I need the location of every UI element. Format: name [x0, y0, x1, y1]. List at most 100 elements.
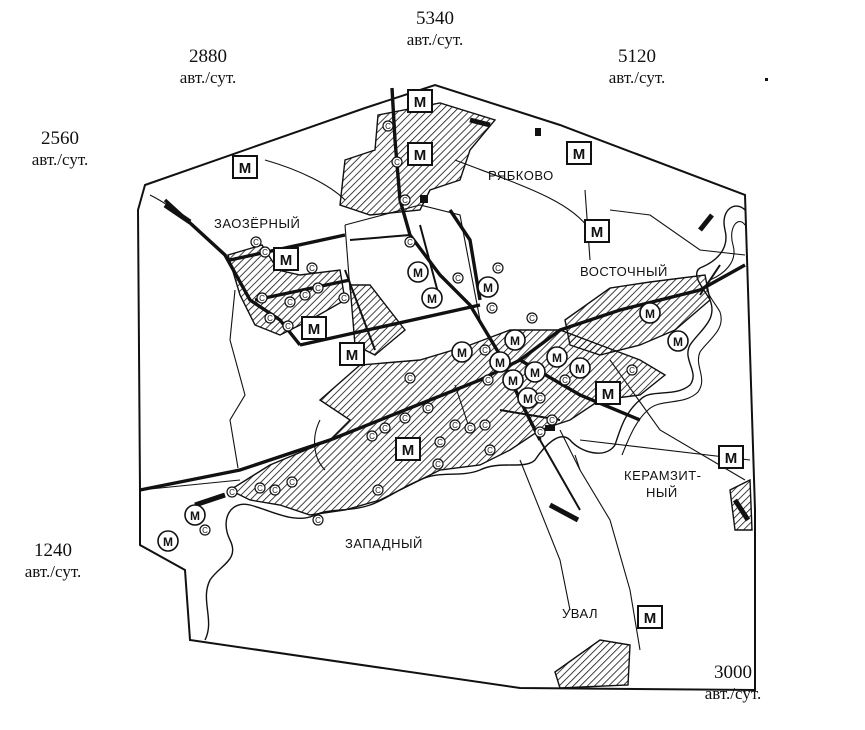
square-marker-icon: М	[407, 89, 433, 113]
traffic-flow-north: 5340 авт./сут.	[390, 8, 480, 49]
flow-value: 2560	[41, 128, 79, 149]
small-marker-icon: С	[199, 524, 211, 536]
svg-text:С: С	[485, 376, 491, 385]
svg-text:М: М	[190, 509, 200, 523]
svg-text:С: С	[495, 264, 501, 273]
area-keramzit	[729, 478, 753, 531]
small-marker-icon: С	[284, 296, 296, 308]
square-markers: М М М М М М М М М М М М	[232, 89, 744, 629]
svg-text:С: С	[382, 424, 388, 433]
svg-text:С: С	[482, 421, 488, 430]
svg-text:М: М	[483, 281, 493, 295]
small-marker-icon: С	[399, 194, 411, 206]
small-marker-icon: С	[338, 292, 350, 304]
flow-value: 5340	[416, 8, 454, 29]
small-marker-icon: С	[484, 444, 496, 456]
small-marker-icon: С	[254, 482, 266, 494]
circle-marker-icon: М	[157, 530, 179, 552]
svg-text:С: С	[394, 158, 400, 167]
small-marker-icon: С	[226, 486, 238, 498]
area-uval	[554, 639, 631, 689]
small-markers: С С С С С С С С С С С С С С С С С С С С …	[199, 120, 638, 536]
small-marker-icon: С	[366, 430, 378, 442]
small-marker-icon: С	[259, 246, 271, 258]
svg-text:М: М	[414, 147, 427, 164]
svg-text:С: С	[253, 238, 259, 247]
svg-text:С: С	[425, 404, 431, 413]
small-marker-icon: С	[449, 419, 461, 431]
svg-text:М: М	[725, 450, 738, 467]
traffic-flow-north-east: 5120 авт./сут.	[592, 46, 682, 87]
svg-text:С: С	[287, 298, 293, 307]
circle-marker-icon: М	[489, 351, 511, 373]
small-marker-icon: С	[452, 272, 464, 284]
small-marker-icon: С	[464, 422, 476, 434]
built-up-areas	[227, 102, 753, 689]
small-marker-icon: С	[269, 484, 281, 496]
small-marker-icon: С	[312, 514, 324, 526]
circle-marker-icon: М	[502, 369, 524, 391]
svg-text:С: С	[229, 488, 235, 497]
svg-text:С: С	[402, 414, 408, 423]
square-marker-icon: М	[637, 605, 663, 629]
small-marker-icon: С	[250, 236, 262, 248]
small-marker-icon: С	[312, 282, 324, 294]
circle-marker-icon: М	[421, 287, 443, 309]
svg-text:С: С	[629, 366, 635, 375]
circle-marker-icon: М	[569, 357, 591, 379]
square-marker-icon: М	[301, 316, 327, 340]
small-marker-icon: С	[422, 402, 434, 414]
svg-text:С: С	[407, 374, 413, 383]
svg-text:С: С	[467, 424, 473, 433]
svg-text:С: С	[549, 416, 555, 425]
dark-marks	[420, 78, 768, 431]
svg-text:М: М	[495, 356, 505, 370]
area-center	[228, 329, 667, 516]
traffic-flow-south-west: 1240 авт./сут.	[8, 540, 98, 581]
circle-marker-icon: М	[546, 346, 568, 368]
square-marker-icon: М	[595, 381, 621, 405]
circle-marker-icon: М	[407, 261, 429, 283]
svg-text:С: С	[455, 274, 461, 283]
flow-unit: авт./сут.	[31, 149, 89, 169]
small-marker-icon: С	[626, 364, 638, 376]
svg-text:С: С	[407, 238, 413, 247]
circle-marker-icon: М	[184, 504, 206, 526]
svg-text:М: М	[346, 347, 359, 364]
svg-text:М: М	[239, 160, 252, 177]
district-label-keramzit-line2: НЫЙ	[646, 485, 678, 500]
svg-text:С: С	[537, 394, 543, 403]
small-marker-icon: С	[432, 458, 444, 470]
small-marker-icon: С	[256, 292, 268, 304]
small-marker-icon: С	[404, 372, 416, 384]
svg-text:М: М	[427, 292, 437, 306]
svg-text:С: С	[262, 248, 268, 257]
small-marker-icon: С	[286, 476, 298, 488]
small-marker-icon: С	[534, 426, 546, 438]
district-label-keramzit-line1: КЕРАМЗИТ-	[624, 468, 702, 483]
small-marker-icon: С	[486, 302, 498, 314]
flow-unit: авт./сут.	[608, 67, 666, 87]
circle-marker-icon: М	[639, 302, 661, 324]
svg-text:С: С	[259, 294, 265, 303]
svg-text:М: М	[280, 252, 293, 269]
flow-unit: авт./сут.	[406, 29, 464, 49]
square-marker-icon: М	[395, 437, 421, 461]
small-marker-icon: С	[479, 419, 491, 431]
svg-text:С: С	[385, 122, 391, 131]
svg-text:С: С	[489, 304, 495, 313]
circle-marker-icon: М	[504, 329, 526, 351]
circle-marker-icon: М	[524, 361, 546, 383]
small-marker-icon: С	[399, 412, 411, 424]
small-marker-icon: С	[482, 374, 494, 386]
small-marker-icon: С	[534, 392, 546, 404]
svg-text:С: С	[529, 314, 535, 323]
flow-unit: авт./сут.	[704, 683, 762, 703]
square-marker-icon: М	[566, 141, 592, 165]
circle-marker-icon: М	[451, 341, 473, 363]
svg-text:М: М	[457, 346, 467, 360]
svg-text:С: С	[452, 421, 458, 430]
svg-text:С: С	[437, 438, 443, 447]
square-marker-icon: М	[232, 155, 258, 179]
